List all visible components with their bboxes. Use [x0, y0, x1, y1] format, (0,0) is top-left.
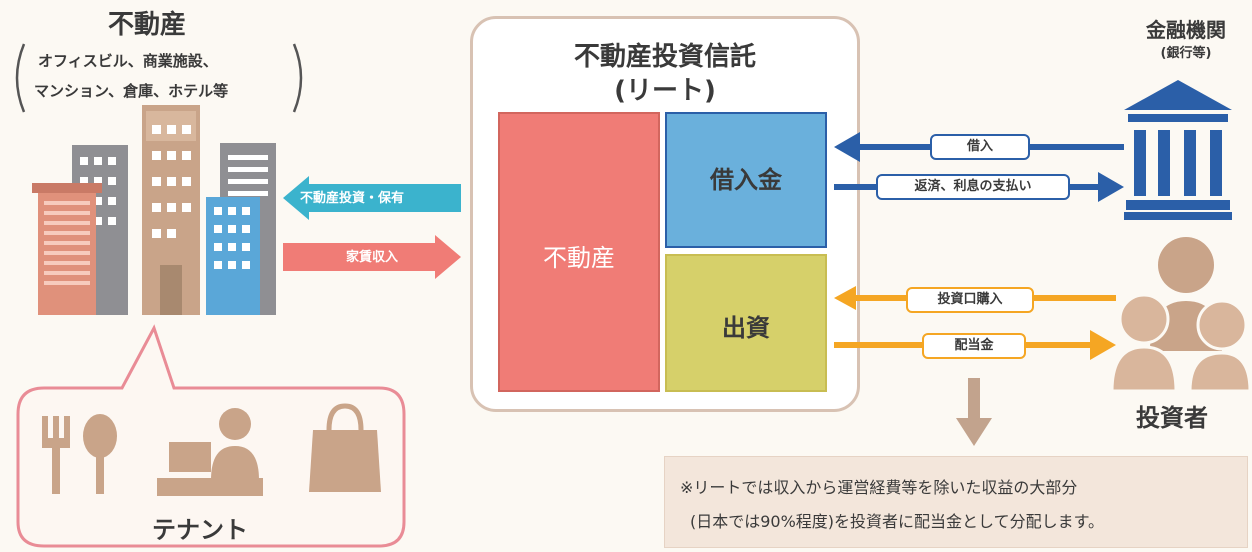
reit-subtitle: (リート)	[614, 76, 716, 106]
reit-equity-block	[665, 254, 827, 392]
fork-spoon-icon	[42, 414, 117, 494]
down-arrow	[956, 378, 992, 446]
investors-icon	[1110, 237, 1252, 393]
dividend-label: 配当金	[922, 333, 1026, 359]
repay-label: 返済、利息の支払い	[876, 174, 1070, 200]
borrow-label: 借入	[930, 134, 1030, 160]
invest-hold-arrow	[283, 176, 461, 220]
reit-real-estate-block	[498, 112, 660, 392]
reit-equity-label: 出資	[722, 314, 770, 342]
right-bracket	[292, 43, 303, 113]
buildings-illustration	[32, 105, 276, 315]
tenant-bubble	[16, 324, 406, 548]
bank-building-icon	[1124, 80, 1232, 220]
bank-subtitle: (銀行等)	[1160, 46, 1212, 61]
note-line1: ※リートでは収入から運営経費等を除いた収益の大部分	[680, 478, 1078, 497]
rent-income-arrow	[283, 235, 461, 279]
reit-debt-block	[665, 112, 827, 248]
rent-income-label: 家賃収入	[346, 250, 399, 265]
bank-title: 金融機関	[1146, 18, 1226, 42]
note-box	[664, 456, 1248, 548]
reit-title: 不動産投資信託	[573, 42, 756, 72]
invest-hold-label: 不動産投資・保有	[300, 191, 405, 206]
real-estate-title: 不動産	[108, 10, 187, 40]
shopping-bag-icon	[309, 403, 381, 492]
reit-real-estate-label: 不動産	[543, 244, 615, 272]
note-line2: (日本では90%程度)を投資者に配当金として分配します。	[690, 512, 1104, 531]
shop-clerk-icon	[157, 408, 263, 496]
buy-units-label: 投資口購入	[906, 287, 1034, 313]
reit-debt-label: 借入金	[710, 166, 782, 194]
left-bracket	[15, 43, 26, 113]
investors-label: 投資者	[1136, 404, 1208, 432]
real-estate-examples-line1: オフィスビル、商業施設、	[38, 52, 218, 70]
tenant-label: テナント	[152, 516, 248, 544]
real-estate-examples-line2: マンション、倉庫、ホテル等	[34, 82, 229, 100]
